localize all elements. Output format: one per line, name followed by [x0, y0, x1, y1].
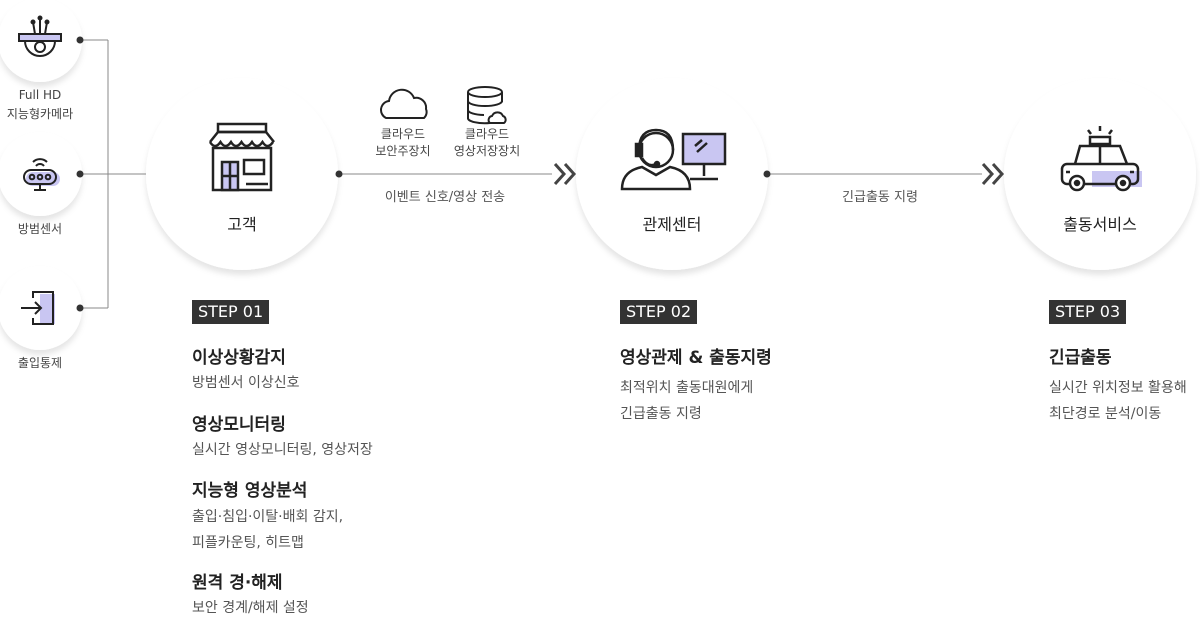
node-label-customer: 고객 — [227, 215, 257, 234]
feature-desc: 출입·침입·이탈·배회 감지, — [192, 509, 344, 525]
store-icon — [208, 122, 275, 192]
device-label-line: 방범센서 — [17, 222, 63, 236]
connector-dot — [76, 36, 84, 44]
cloud-database-icon — [466, 86, 507, 125]
feature-title: 이상상황감지 — [192, 348, 286, 368]
node-circle-control-center — [576, 78, 768, 270]
feature-title: 지능형 영상분석 — [192, 481, 308, 501]
feature-title: 원격 경·해제 — [192, 573, 283, 593]
patrol-car-icon — [1060, 126, 1142, 192]
step-badge-02: STEP 02 — [620, 300, 698, 324]
step-badge-03: STEP 03 — [1049, 300, 1127, 324]
cctv-camera-icon — [18, 15, 62, 57]
feature-title: 영상관제 & 출동지령 — [620, 348, 772, 368]
device-label-sensor: 방범센서 — [0, 220, 80, 239]
node-circle-customer — [146, 78, 338, 270]
operator-monitor-icon — [620, 128, 727, 191]
flow-label-event: 이벤트 신호/영상 전송 — [384, 190, 506, 205]
cloud-label-line: 영상저장장치 — [453, 144, 521, 158]
connector-dot — [76, 304, 84, 312]
device-label-door: 출입통제 — [0, 354, 80, 373]
cloud-security-label: 클라우드 보안주장치 — [364, 126, 442, 160]
cloud-icon — [380, 88, 428, 119]
feature-desc: 방범센서 이상신호 — [192, 375, 300, 391]
step-badge-01: STEP 01 — [192, 300, 270, 324]
flow-label-dispatch: 긴급출동 지령 — [842, 190, 918, 205]
device-label-line: 지능형카메라 — [6, 107, 74, 121]
double-chevron-icon — [981, 162, 1005, 186]
feature-desc: 실시간 영상모니터링, 영상저장 — [192, 442, 373, 458]
cloud-label-line: 보안주장치 — [375, 144, 431, 158]
connector-dot — [76, 170, 84, 178]
feature-desc: 보안 경계/해제 설정 — [192, 600, 309, 616]
cloud-label-line: 클라우드 — [464, 127, 510, 141]
feature-desc: 최단경로 분석/이동 — [1049, 406, 1162, 422]
device-connector — [80, 39, 146, 309]
device-label-line: 출입통제 — [17, 356, 63, 370]
motion-sensor-icon — [23, 158, 60, 191]
door-access-icon — [21, 291, 55, 325]
feature-title: 긴급출동 — [1049, 348, 1112, 368]
cloud-storage-label: 클라우드 영상저장장치 — [443, 126, 531, 160]
feature-title: 영상모니터링 — [192, 415, 286, 435]
feature-desc: 긴급출동 지령 — [620, 406, 702, 422]
connector-dot — [763, 170, 771, 178]
node-label-dispatch: 출동서비스 — [1063, 215, 1137, 234]
device-label-camera: Full HD 지능형카메라 — [0, 86, 80, 124]
feature-desc: 최적위치 출동대원에게 — [620, 380, 754, 396]
device-label-line: Full HD — [18, 88, 62, 102]
feature-desc: 실시간 위치정보 활용해 — [1049, 380, 1187, 396]
feature-desc: 피플카운팅, 히트맵 — [192, 535, 304, 551]
cloud-label-line: 클라우드 — [380, 127, 426, 141]
connector-dot — [335, 170, 343, 178]
double-chevron-icon — [553, 162, 577, 186]
node-label-control-center: 관제센터 — [642, 215, 702, 234]
